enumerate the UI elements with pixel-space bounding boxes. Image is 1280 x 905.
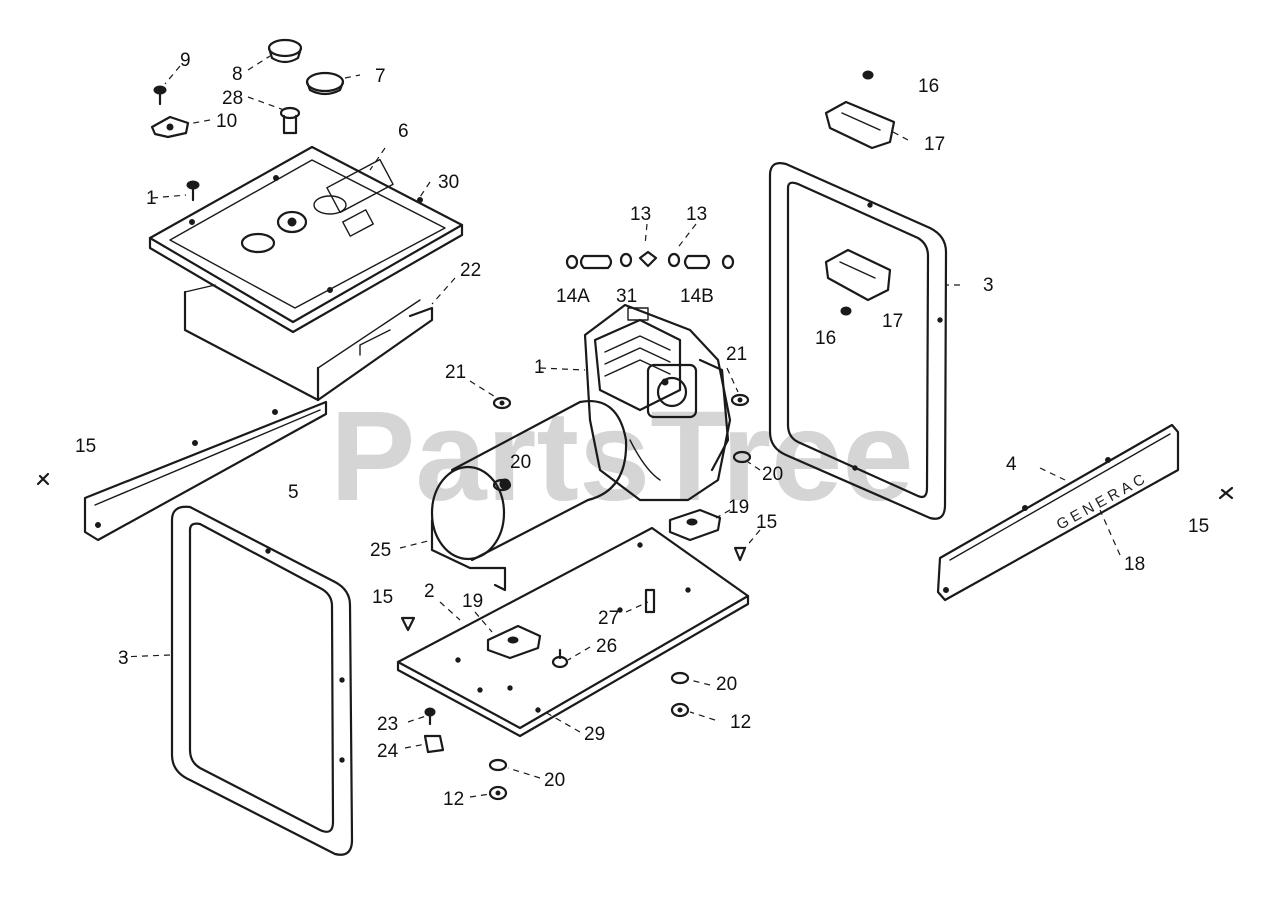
watermark-logo: PartsTree bbox=[330, 385, 914, 528]
screw-part-16-frame bbox=[840, 306, 852, 316]
callout-15-base: 15 bbox=[756, 512, 777, 533]
callout-28: 28 bbox=[222, 88, 243, 109]
callout-20-engine: 20 bbox=[510, 452, 531, 473]
callout-21-left: 21 bbox=[445, 362, 466, 383]
callout-21-right: 21 bbox=[726, 344, 747, 365]
handle-part-17-frame bbox=[824, 248, 892, 302]
callout-2: 2 bbox=[424, 581, 435, 602]
callout-20-right: 20 bbox=[762, 464, 783, 485]
callout-31: 31 bbox=[616, 286, 637, 307]
callout-9: 9 bbox=[180, 50, 191, 71]
left-frame-part-3 bbox=[170, 505, 354, 856]
callout-15-left: 15 bbox=[75, 436, 96, 457]
generac-decal-part-18: GENERAC bbox=[1054, 469, 1152, 533]
cap-part-7 bbox=[305, 71, 345, 96]
right-frame-part-3 bbox=[768, 162, 948, 520]
nut-part-21-left bbox=[492, 396, 512, 410]
callout-1-engine: 1 bbox=[534, 357, 545, 378]
screw-part-23 bbox=[424, 707, 436, 726]
screw-part-15-base bbox=[733, 546, 747, 562]
callout-17-top: 17 bbox=[924, 134, 945, 155]
callout-5: 5 bbox=[288, 482, 299, 503]
bolt-part-26 bbox=[551, 648, 569, 669]
callout-3-right: 3 bbox=[983, 275, 994, 296]
knob-part-8 bbox=[267, 38, 303, 64]
callout-1-panel: 1 bbox=[146, 188, 157, 209]
nut-part-12-lower bbox=[488, 785, 508, 801]
callout-12-lower: 12 bbox=[443, 789, 464, 810]
stud-part-27 bbox=[644, 588, 656, 614]
callout-18: 18 bbox=[1124, 554, 1145, 575]
callout-15-right: 15 bbox=[1188, 516, 1209, 537]
engine-part-1 bbox=[583, 303, 732, 502]
fuel-line-parts bbox=[565, 250, 735, 270]
callout-7: 7 bbox=[375, 66, 386, 87]
callout-14b: 14B bbox=[680, 286, 714, 307]
callout-29: 29 bbox=[584, 724, 605, 745]
callout-23: 23 bbox=[377, 714, 398, 735]
callout-20-lower: 20 bbox=[544, 770, 565, 791]
right-rail-part-4 bbox=[936, 423, 1180, 602]
screw-part-15-baseleft bbox=[400, 616, 416, 632]
callout-13-b: 13 bbox=[686, 204, 707, 225]
bracket-part-10 bbox=[150, 115, 190, 139]
callout-19-left: 19 bbox=[462, 591, 483, 612]
callout-25: 25 bbox=[370, 540, 391, 561]
left-rail-part-5 bbox=[83, 400, 328, 542]
washer-part-20-right bbox=[732, 450, 752, 464]
screw-part-1-panel bbox=[186, 180, 200, 202]
control-panel-tray bbox=[183, 284, 434, 402]
fitting-part-28 bbox=[279, 106, 301, 135]
bolt-part-9 bbox=[153, 85, 167, 106]
callout-10: 10 bbox=[216, 111, 237, 132]
callout-26: 26 bbox=[596, 636, 617, 657]
mount-part-19-right bbox=[668, 508, 722, 542]
washer-part-20-lower-right bbox=[670, 671, 690, 685]
callout-labels: 9 8 7 28 10 6 30 1 22 15 5 3 13 13 14A 3… bbox=[75, 50, 1209, 810]
callout-8: 8 bbox=[232, 64, 243, 85]
callout-20-lower-right: 20 bbox=[716, 674, 737, 695]
callout-3-left: 3 bbox=[118, 648, 129, 669]
callout-22: 22 bbox=[460, 260, 481, 281]
leader-lines bbox=[119, 55, 1121, 798]
callout-14a: 14A bbox=[556, 286, 590, 307]
nut-part-12-right bbox=[670, 702, 690, 718]
callout-17-frame: 17 bbox=[882, 311, 903, 332]
callout-6: 6 bbox=[398, 121, 409, 142]
base-plate-part-2 bbox=[396, 526, 750, 738]
grommet-part-24 bbox=[423, 734, 445, 754]
handle-part-17-top bbox=[824, 100, 896, 150]
callout-16-top: 16 bbox=[918, 76, 939, 97]
washer-part-20-lower bbox=[488, 758, 508, 772]
screw-part-16-top bbox=[862, 70, 874, 80]
screw-part-15-right bbox=[1218, 486, 1234, 500]
mount-part-19-left bbox=[486, 624, 542, 660]
washer-part-20-upper bbox=[492, 478, 512, 492]
callout-16-frame: 16 bbox=[815, 328, 836, 349]
callout-19-right: 19 bbox=[728, 497, 749, 518]
callout-27: 27 bbox=[598, 608, 619, 629]
screw-part-15-left bbox=[36, 472, 50, 486]
callout-4: 4 bbox=[1006, 454, 1017, 475]
callout-24: 24 bbox=[377, 741, 399, 762]
callout-30: 30 bbox=[438, 172, 459, 193]
callout-13-a: 13 bbox=[630, 204, 651, 225]
nut-part-21-right bbox=[730, 393, 750, 407]
control-panel-cover bbox=[148, 145, 464, 334]
callout-12-right: 12 bbox=[730, 712, 751, 733]
callout-15-baseleft: 15 bbox=[372, 587, 393, 608]
